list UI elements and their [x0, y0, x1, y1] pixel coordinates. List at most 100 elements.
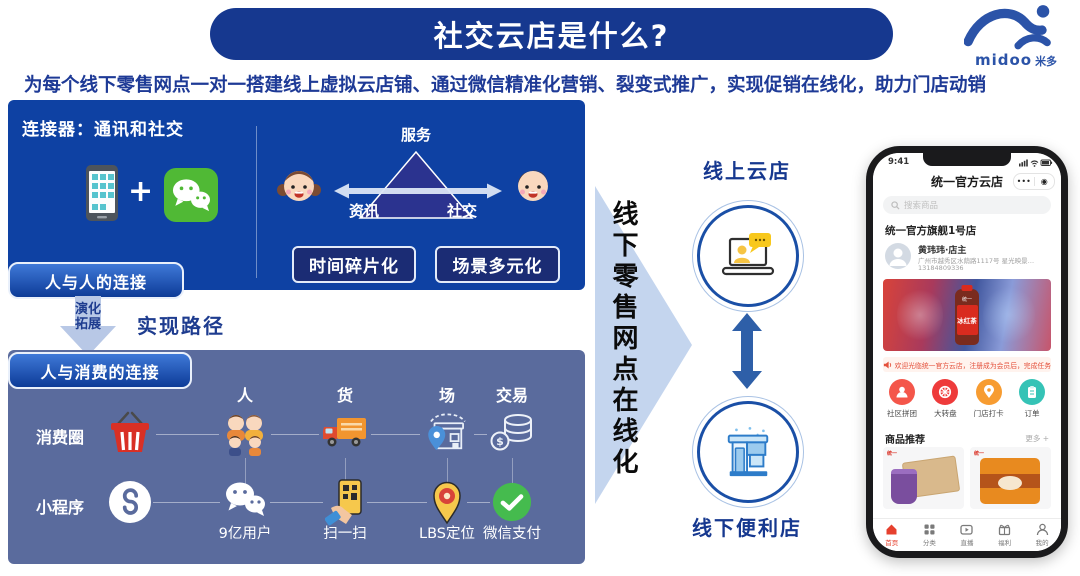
online-store-circle [692, 200, 804, 312]
quick-actions: 社区拼团 大转盘 门店打卡 订单 [883, 379, 1051, 419]
group-buy-icon [889, 379, 915, 405]
recommend-title: 商品推荐 [885, 435, 925, 446]
row-label-miniprogram: 小程序 [36, 498, 85, 517]
lbs-pin-icon [433, 481, 461, 525]
tab-home[interactable]: 首页 [873, 519, 911, 551]
search-placeholder: 搜索商品 [904, 201, 939, 211]
person-icon [1036, 523, 1048, 536]
promo-banner[interactable]: 统一 冰红茶 [883, 279, 1051, 351]
miniprogram-icon [109, 481, 151, 523]
quick-action-checkin[interactable]: 门店打卡 [970, 379, 1008, 419]
smartphone-icon [86, 165, 118, 221]
caption-wechat-pay: 微信支付 [483, 526, 541, 542]
tab-consumption-connection: 人与消费的连接 [8, 352, 192, 389]
capsule-menu-icon[interactable]: ••• [1016, 177, 1031, 186]
family-icon [227, 415, 263, 456]
caption-users: 9亿用户 [218, 526, 272, 542]
notice-bar: 欢迎光临统一官方云店，注册成为会员后，完成任务 [883, 357, 1051, 372]
status-icons [1019, 159, 1053, 167]
phone-screen: 9:41 统一官方云店 ••• ◉ 搜索商品 统一官方旗舰1号店 [873, 153, 1061, 551]
tab-live[interactable]: 直播 [948, 519, 986, 551]
capsule-close-icon[interactable]: ◉ [1040, 177, 1048, 186]
column-transaction: 交易 [495, 386, 529, 405]
page-title: 社交云店是什么? [210, 8, 893, 60]
status-time: 9:41 [888, 157, 910, 167]
double-arrow-horizontal [334, 183, 502, 199]
double-arrow-vertical [732, 313, 762, 389]
panel-divider [256, 126, 257, 278]
store-location-icon [428, 413, 466, 451]
scan-icon [325, 479, 362, 526]
orders-icon [1018, 379, 1045, 405]
connector-panel: 连接器：通讯和社交 + 服务 [8, 100, 585, 290]
gift-icon [998, 524, 1011, 536]
mid-arrow-text: 线下零售网点在线化 [608, 200, 638, 479]
column-people: 人 [236, 386, 254, 405]
store-header-title: 统一官方云店 [930, 175, 1003, 189]
product-card-noodle-pack[interactable]: 统一 [970, 447, 1051, 509]
caption-scan: 扫一扫 [323, 526, 367, 542]
tab-benefits[interactable]: 福利 [986, 519, 1024, 551]
product-card-noodle-cup[interactable]: 统一 [883, 447, 964, 509]
search-input[interactable]: 搜索商品 [883, 196, 1051, 214]
triangle-label-info: 资讯 [348, 202, 380, 220]
service-triangle [358, 150, 474, 219]
storefront-icon [727, 427, 769, 477]
svg-text:$: $ [496, 435, 504, 448]
wechat-pay-icon [492, 482, 532, 522]
truck-icon [323, 418, 366, 447]
subtitle: 为每个线下零售网点一对一搭建线上虚拟云店铺、通过微信精准化营销、裂变式推广，实现… [23, 75, 986, 96]
phone-mockup: 9:41 统一官方云店 ••• ◉ 搜索商品 统一官方旗舰1号店 [866, 146, 1068, 558]
boy-face-icon [518, 170, 549, 201]
girl-face-icon [277, 171, 321, 201]
evolution-arrow-icon [60, 296, 116, 356]
wheel-icon [932, 379, 959, 405]
offline-convenience-store-label: 线下便利店 [692, 516, 802, 540]
quick-action-orders[interactable]: 订单 [1013, 379, 1051, 419]
store-section-title: 统一官方旗舰1号店 [885, 225, 977, 237]
tea-bottle-icon: 统一 冰红茶 [955, 285, 979, 345]
connector-label: 连接器：通讯和社交 [22, 120, 184, 140]
store-phone-number[interactable]: 13184809336 [918, 264, 964, 272]
chip-scene-diversification: 场景多元化 [435, 246, 560, 283]
tab-profile[interactable]: 我的 [1023, 519, 1061, 551]
notice-text: 欢迎光临统一官方云店，注册成为会员后，完成任务 [894, 361, 1051, 370]
tab-categories[interactable]: 分类 [911, 519, 949, 551]
coins-icon: $ [490, 414, 532, 451]
column-venue: 场 [438, 386, 456, 405]
home-icon [886, 524, 897, 535]
wechat-icon [164, 168, 218, 222]
checkin-pin-icon [975, 379, 1002, 405]
plus-sign: + [128, 174, 154, 209]
wechat-white-icon [226, 482, 265, 516]
live-icon [960, 524, 974, 535]
more-link[interactable]: 更多 + [1025, 434, 1049, 443]
phone-notch [923, 153, 1011, 166]
evolution-label: 演化拓展 [74, 302, 101, 332]
miniprogram-capsule[interactable]: ••• ◉ [1013, 173, 1055, 190]
offline-store-circle [692, 396, 804, 508]
quick-action-group-buy[interactable]: 社区拼团 [883, 379, 921, 419]
grid-icon [924, 524, 935, 535]
avatar-person-icon [889, 248, 907, 266]
row-label-consumption-circle: 消费圈 [36, 428, 85, 447]
bottom-nav: 首页 分类 直播 福利 我的 [873, 518, 1061, 551]
midoo-logo-icon [963, 5, 1051, 50]
search-icon [891, 200, 900, 210]
speaker-icon [883, 361, 892, 368]
implementation-path-label: 实现路径 [137, 314, 225, 338]
store-owner: 黄玮玮·店主 [918, 246, 967, 256]
laptop-chat-icon [721, 233, 775, 276]
triangle-label-social: 社交 [446, 202, 478, 220]
caption-lbs: LBS定位 [419, 526, 475, 542]
tab-people-connection: 人与人的连接 [8, 262, 184, 299]
consumption-panel: 人 货 场 交易 消费圈 [8, 350, 585, 564]
triangle-label-service: 服务 [400, 126, 432, 144]
product-cards: 统一 统一 [883, 447, 1051, 509]
quick-action-wheel[interactable]: 大转盘 [926, 379, 964, 419]
chip-time-fragmentation: 时间碎片化 [292, 246, 416, 283]
avatar [885, 243, 911, 269]
basket-icon [111, 411, 149, 452]
